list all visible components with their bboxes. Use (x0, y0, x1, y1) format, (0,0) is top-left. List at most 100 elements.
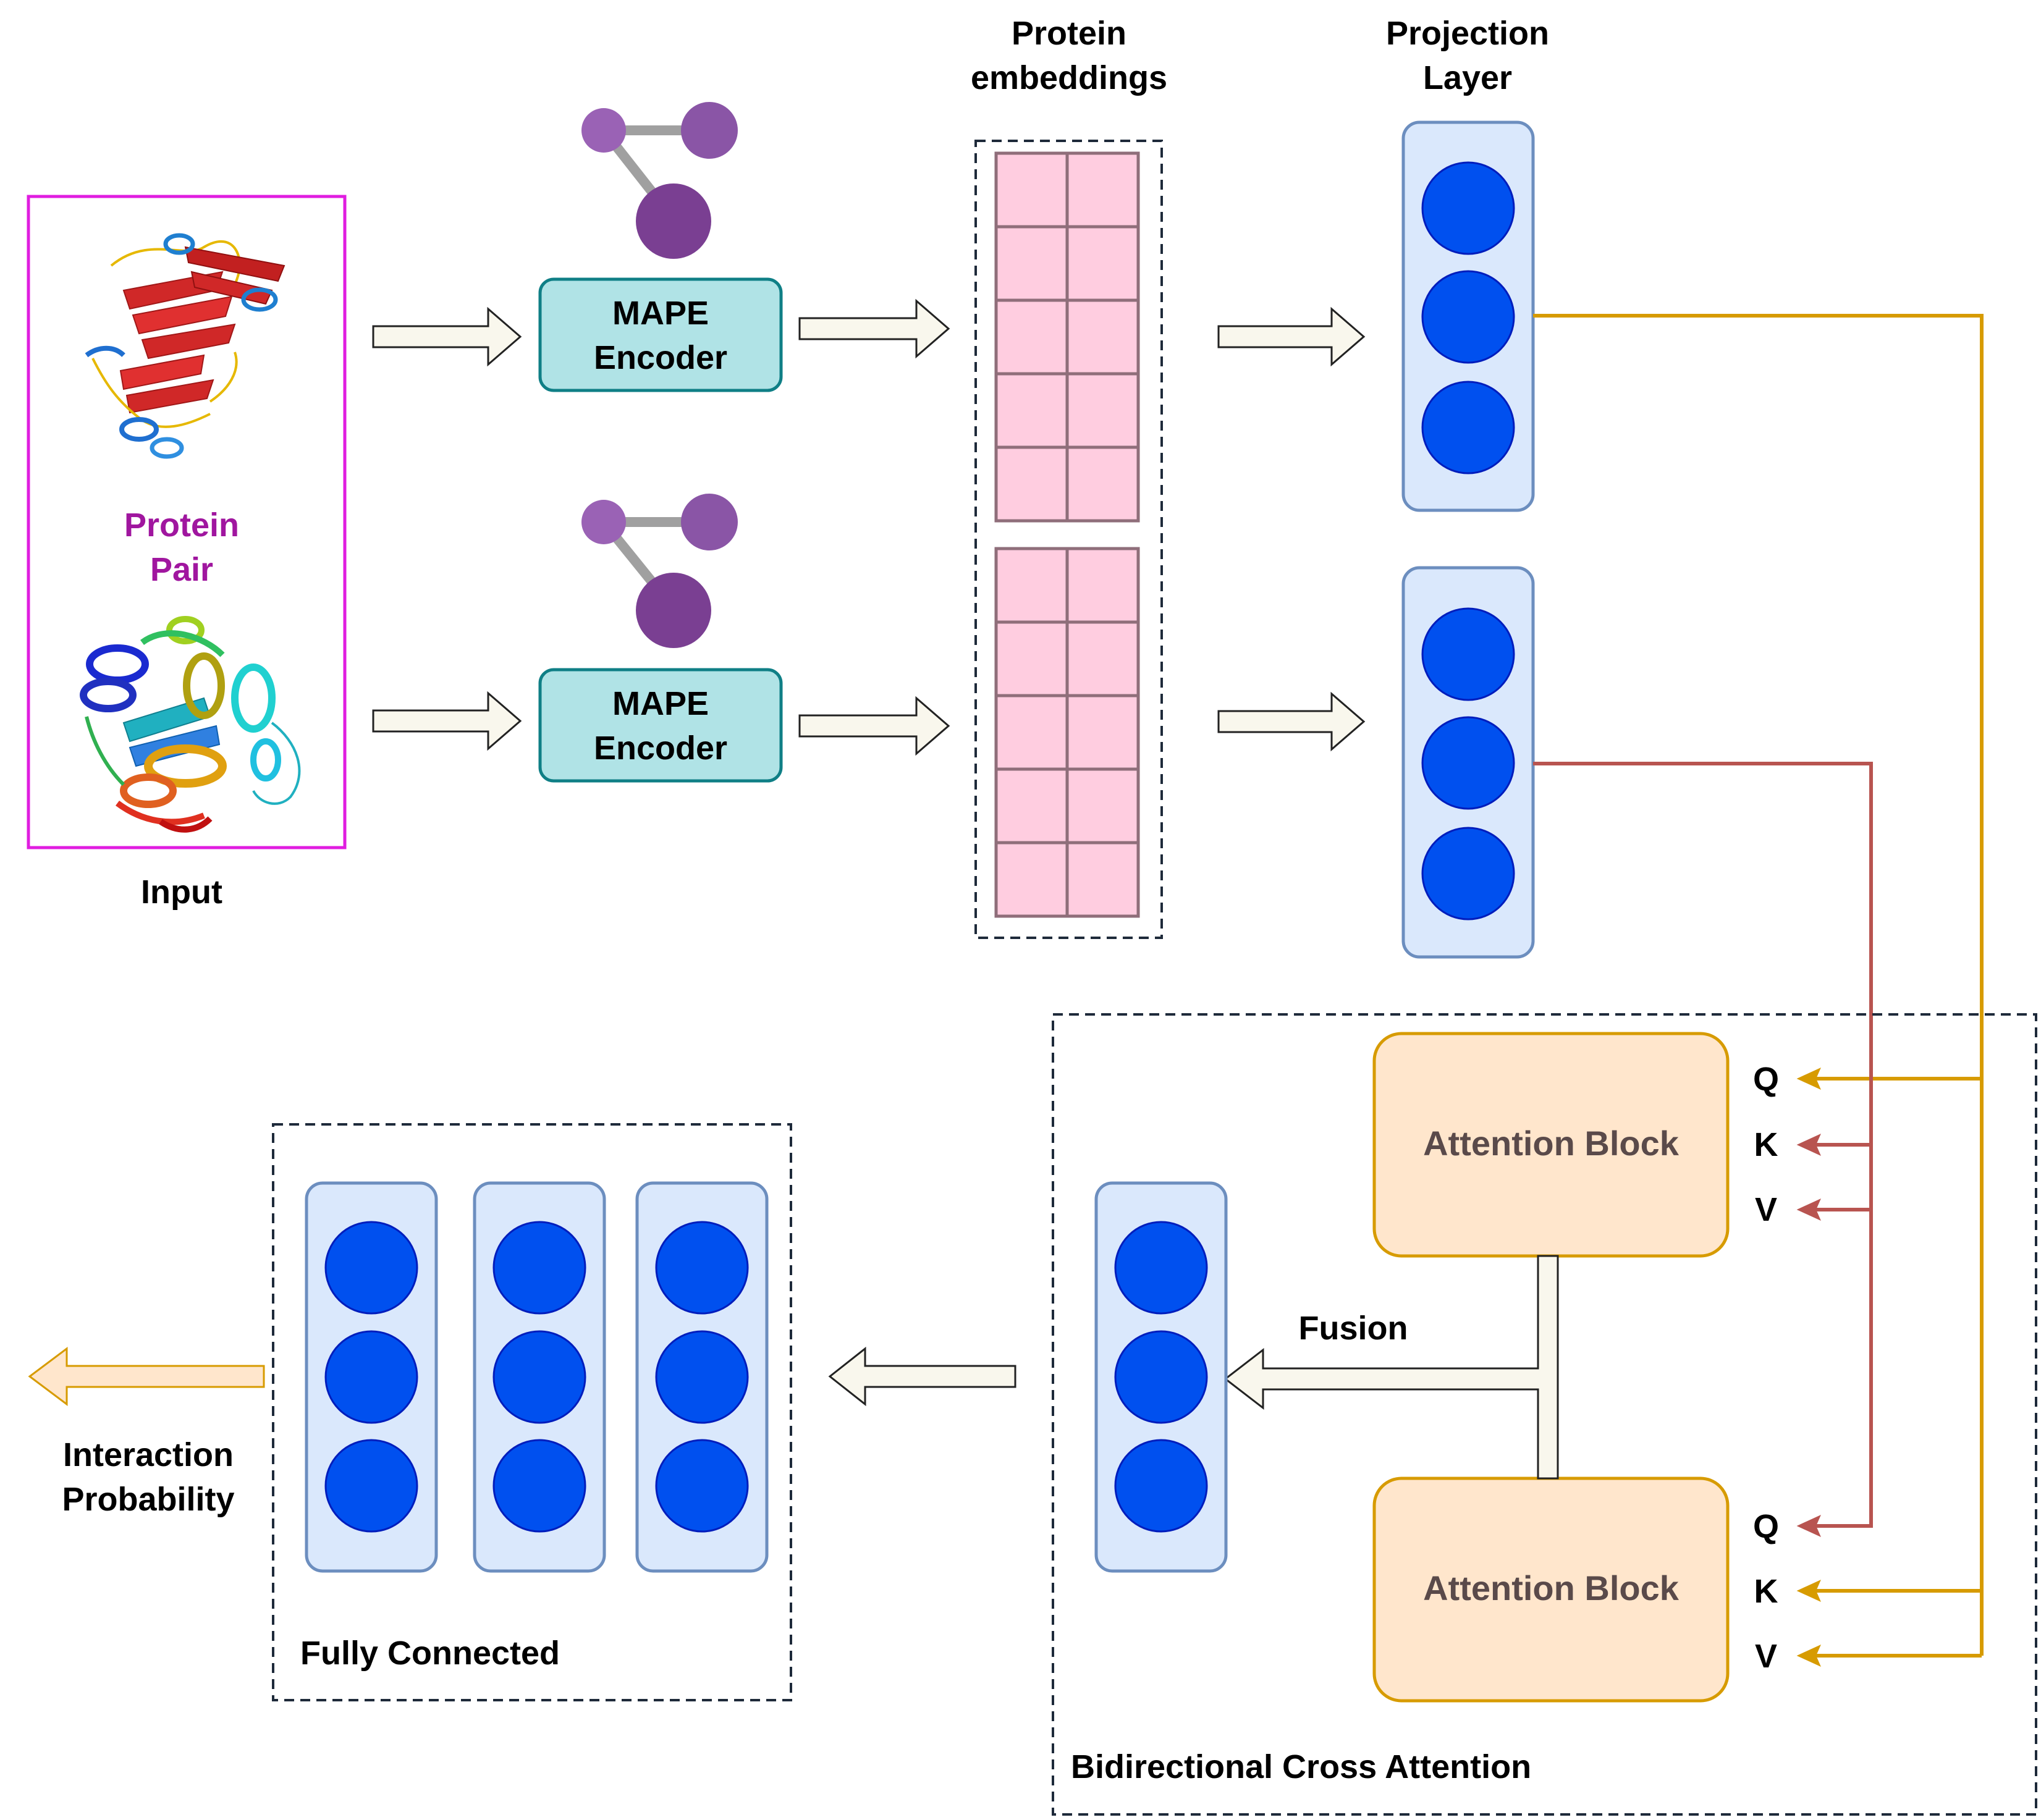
embedding-cell (994, 151, 1069, 229)
embedding-cell (1065, 547, 1140, 624)
projection-title-line1: Projection (1386, 15, 1549, 52)
arrow-attention-to-fc (828, 1346, 1016, 1407)
output-label-line1: Interaction (63, 1436, 234, 1473)
arrow-input-encoder-2 (372, 691, 522, 751)
embedding-cell (994, 445, 1069, 523)
fully-connected-section: Fully Connected (272, 1123, 792, 1701)
gold-arrowhead (1796, 1645, 1821, 1667)
embeddings-dashed-frame (974, 140, 1163, 939)
arrow-embedding-projection-2 (1217, 691, 1366, 752)
protein-structure-1-icon (85, 233, 285, 459)
arrow-encoder-embedding-1 (798, 298, 950, 359)
graph-icon (581, 494, 738, 648)
projection-layer: Projection Layer (1386, 15, 1549, 959)
embedding-cell (1065, 694, 1140, 771)
embedding-cell (994, 694, 1069, 771)
block-1-q-label: Q (1753, 1061, 1779, 1098)
embedding-cell (994, 225, 1069, 302)
embedding-cell (994, 767, 1069, 845)
red-arrowhead (1796, 1199, 1821, 1221)
neuron (1421, 716, 1515, 810)
embedding-cell (994, 620, 1069, 697)
encoder-1-group: MAPE Encoder (538, 102, 783, 392)
arrow-input-encoder-1 (372, 306, 522, 367)
fusion-connector (1223, 1255, 1559, 1480)
gold-arrowhead (1796, 1580, 1821, 1602)
mape-encoder-1 (538, 277, 783, 392)
fusion-label: Fusion (1299, 1310, 1408, 1347)
embedding-matrix-2 (994, 547, 1140, 918)
protein-pair-label-line2: Pair (150, 551, 213, 588)
neuron (1114, 1330, 1208, 1424)
neuron (492, 1221, 586, 1315)
neuron (492, 1330, 586, 1424)
encoder-2-group: MAPE Encoder (538, 494, 783, 783)
embedding-cell (1065, 445, 1140, 523)
neuron (324, 1221, 418, 1315)
red-arrowhead (1796, 1515, 1821, 1537)
embedding-matrix-1 (994, 151, 1140, 523)
embedding-to-projection-arrows (1217, 306, 1366, 752)
embeddings-title-line1: Protein (1012, 15, 1126, 52)
red-arrowhead (1796, 1134, 1821, 1156)
input-to-encoder-arrows (372, 306, 522, 751)
neuron (1421, 381, 1515, 474)
embedding-cell (1065, 767, 1140, 845)
input-border (27, 195, 347, 849)
input-caption: Input (141, 874, 222, 911)
embedding-cell (1065, 620, 1140, 697)
arrow-encoder-embedding-2 (798, 696, 950, 756)
embedding-cell (994, 547, 1069, 624)
attention-block-1-label: Attention Block (1423, 1124, 1680, 1163)
embedding-cell (1065, 298, 1140, 376)
embedding-cell (1065, 372, 1140, 449)
block-1-v-label: V (1755, 1191, 1777, 1228)
embeddings-title-line2: embeddings (971, 59, 1167, 96)
qkv-connectors (1533, 314, 1984, 1667)
encoder-1-line2: Encoder (594, 339, 727, 376)
attention-block-2-label: Attention Block (1423, 1569, 1680, 1607)
fully-connected-dashed-frame (272, 1123, 792, 1701)
block-1-k-label: K (1754, 1126, 1778, 1163)
block-2-v-label: V (1755, 1638, 1777, 1675)
embedding-cell (994, 372, 1069, 449)
neuron (655, 1439, 749, 1533)
cross-attention-label: Bidirectional Cross Attention (1071, 1748, 1531, 1785)
embedding-cell (1065, 151, 1140, 229)
neuron (1421, 827, 1515, 921)
embedding-cell (994, 841, 1069, 918)
encoder-2-line2: Encoder (594, 730, 727, 767)
neuron (1421, 270, 1515, 364)
embedding-cell (994, 298, 1069, 376)
neuron (655, 1221, 749, 1315)
output-arrow (28, 1347, 265, 1406)
block-2-k-label: K (1754, 1573, 1778, 1610)
arrow-embedding-projection-1 (1217, 306, 1366, 367)
neuron (655, 1330, 749, 1424)
protein-structure-2-icon (80, 616, 301, 833)
embedding-cell (1065, 225, 1140, 302)
neuron (492, 1439, 586, 1533)
gold-connector (1533, 314, 1984, 1656)
fully-connected-label: Fully Connected (300, 1635, 560, 1672)
embedding-cell (1065, 841, 1140, 918)
output-label-line2: Probability (62, 1481, 234, 1518)
mape-encoder-2 (538, 668, 783, 783)
neuron (324, 1439, 418, 1533)
encoder-2-line1: MAPE (612, 685, 709, 722)
neuron (1114, 1439, 1208, 1533)
block-2-q-label: Q (1753, 1508, 1779, 1545)
graph-icon (581, 102, 738, 259)
encoder-to-embedding-arrows (798, 298, 950, 756)
neuron (1421, 161, 1515, 255)
protein-pair-label-line1: Protein (124, 507, 239, 544)
neuron (1421, 607, 1515, 701)
gold-arrowhead (1796, 1068, 1821, 1090)
cross-attention-dashed-frame (1052, 1013, 2037, 1816)
input-panel: Protein Pair Input (27, 195, 347, 911)
output-section: Interaction Probability (28, 1347, 265, 1518)
protein-embeddings: Protein embeddings (971, 15, 1167, 939)
projection-title-line2: Layer (1423, 59, 1512, 96)
neuron (324, 1330, 418, 1424)
